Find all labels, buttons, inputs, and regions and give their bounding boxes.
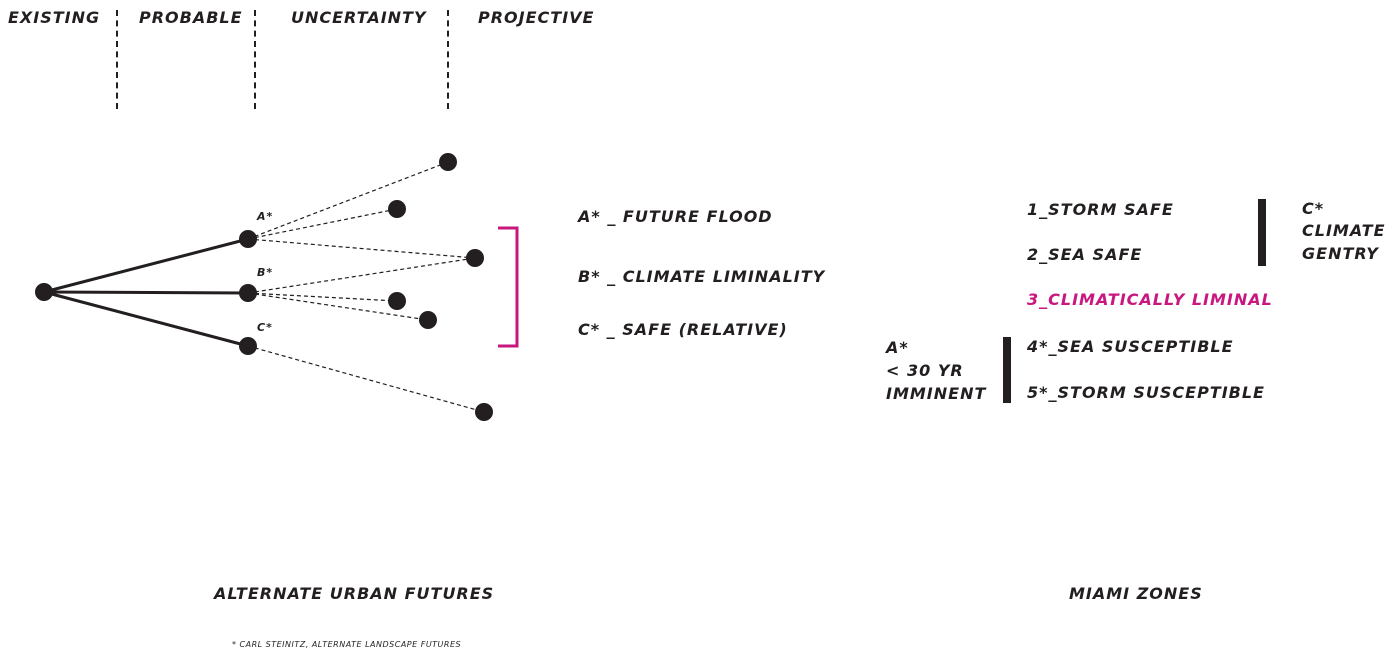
uncertainty-branches xyxy=(247,161,485,413)
dashed-branch xyxy=(247,345,485,413)
header-projective: PROJECTIVE xyxy=(478,8,595,27)
group-label-c-1: C* xyxy=(1302,199,1325,218)
branch-label-b: B* xyxy=(257,266,274,279)
header-probable: PROBABLE xyxy=(139,8,243,27)
branch-line-a xyxy=(43,237,249,294)
node-projective xyxy=(475,403,493,421)
header-existing: EXISTING xyxy=(8,8,101,27)
dashed-branch xyxy=(247,208,398,240)
group-label-c-2: CLIMATE xyxy=(1302,221,1386,240)
legend-item-a: A* _ FUTURE FLOOD xyxy=(578,207,773,226)
node-projective xyxy=(388,292,406,310)
header-uncertainty: UNCERTAINTY xyxy=(291,8,427,27)
legend-item-c: C* _ SAFE (RELATIVE) xyxy=(578,320,788,339)
divider-existing-probable xyxy=(116,10,118,109)
node-existing xyxy=(35,283,53,301)
tree-nodes xyxy=(35,153,493,421)
divider-probable-uncertainty xyxy=(254,10,256,109)
zone-2: 2_SEA SAFE xyxy=(1027,245,1143,264)
group-bar-a xyxy=(1003,337,1011,403)
group-label-a-1: A* xyxy=(886,338,909,357)
group-label-c-3: GENTRY xyxy=(1302,244,1379,263)
node-a xyxy=(239,230,257,248)
zone-4: 4*_SEA SUSCEPTIBLE xyxy=(1027,337,1234,356)
caption-alternate-urban-futures: ALTERNATE URBAN FUTURES xyxy=(214,584,495,603)
caption-miami-zones: MIAMI ZONES xyxy=(1069,584,1203,603)
branch-label-a: A* xyxy=(257,210,274,223)
node-projective xyxy=(388,200,406,218)
zone-5: 5*_STORM SUSCEPTIBLE xyxy=(1027,383,1265,402)
group-bar-c xyxy=(1258,199,1266,266)
legend-item-b: B* _ CLIMATE LIMINALITY xyxy=(578,267,826,286)
node-projective xyxy=(466,249,484,267)
dashed-branch xyxy=(247,161,449,240)
node-projective xyxy=(439,153,457,171)
branch-line-c xyxy=(43,290,249,348)
group-label-a-3: IMMINENT xyxy=(886,384,987,403)
node-c xyxy=(239,337,257,355)
node-projective xyxy=(419,311,437,329)
footnote: * CARL STEINITZ, ALTERNATE LANDSCAPE FUT… xyxy=(232,640,462,649)
zone-1: 1_STORM SAFE xyxy=(1027,200,1174,219)
dashed-branch xyxy=(247,238,476,259)
branch-line-b xyxy=(43,290,249,295)
dashed-branch xyxy=(247,257,476,294)
branch-label-c: C* xyxy=(257,321,273,334)
zone-3-highlight: 3_CLIMATICALLY LIMINAL xyxy=(1027,290,1273,309)
legend-bracket xyxy=(498,226,519,348)
dashed-branch xyxy=(247,292,398,302)
group-label-a-2: < 30 YR xyxy=(886,361,964,380)
dashed-branch xyxy=(247,292,429,321)
probable-branches xyxy=(43,237,249,348)
node-b xyxy=(239,284,257,302)
divider-uncertainty-projective xyxy=(447,10,449,109)
